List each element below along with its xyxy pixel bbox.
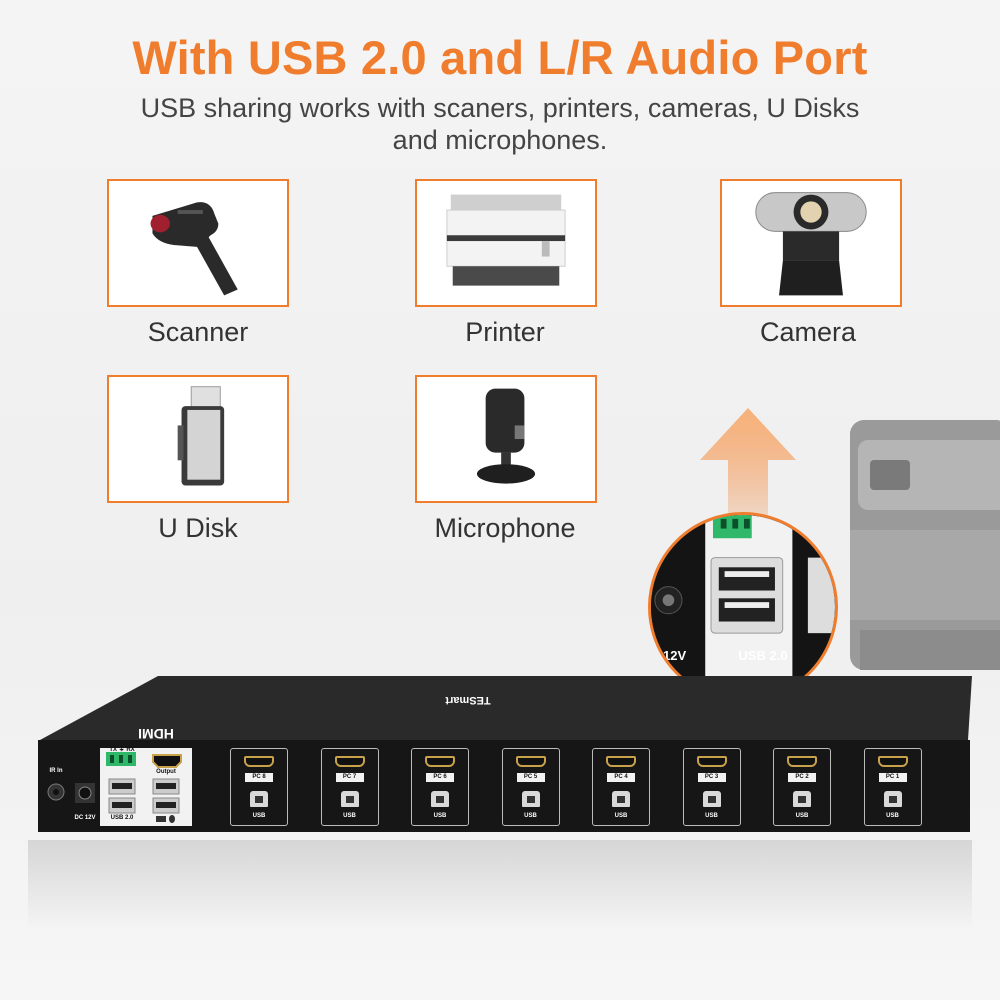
printer-icon [446, 194, 566, 286]
pc-port-group: PC 8 USB [230, 748, 288, 826]
usb-b-port [883, 791, 902, 807]
output-label: Output [156, 769, 176, 775]
pc-label: PC 6 [426, 773, 454, 782]
hdmi-input-port [425, 756, 455, 767]
u-disk-card [107, 375, 289, 503]
pc-port-group: PC 3 USB [682, 748, 741, 826]
camera-card [720, 179, 902, 307]
hdmi-input-port [696, 756, 727, 767]
txrx-label: TX ⏚ RX [109, 747, 135, 753]
pc-label: PC 7 [335, 773, 364, 782]
microphone-card [415, 375, 597, 503]
scanner-card [107, 179, 289, 307]
dc-12v-label: DC 12V [74, 815, 96, 821]
pc-port-group: PC 5 USB [501, 748, 560, 826]
hdmi-input-port [244, 756, 274, 767]
background-printer-image [850, 420, 1000, 670]
usb-b-port [340, 791, 359, 807]
scanner-label: Scanner [147, 317, 249, 347]
ir-in-jack [47, 783, 65, 801]
usb-drive-icon [177, 386, 225, 486]
device-reflection [28, 840, 972, 930]
camera-icon [755, 192, 867, 296]
brand-logo: TESmart [445, 694, 491, 706]
usb-label: USB [433, 813, 447, 819]
u-disk-label: U Disk [158, 513, 238, 543]
usb-port-zoom: 12V USB 2.0 [648, 512, 838, 702]
pc-label: PC 3 [697, 773, 726, 782]
usb-label: USB [886, 813, 899, 819]
hdmi-logo: HDMI [138, 726, 174, 742]
serial-terminal-block [106, 752, 136, 766]
usb-b-port [431, 791, 449, 807]
usb-b-port [793, 791, 811, 807]
usb-label: USB [524, 813, 537, 819]
pc-label: PC 4 [607, 773, 635, 782]
camera-label: Camera [759, 317, 857, 347]
ir-in-label: IR In [49, 768, 63, 774]
zoom-usb-label: USB 2.0 [738, 648, 788, 663]
zoom-detail-illustration [651, 515, 835, 699]
usb-b-port [612, 791, 630, 807]
pc-port-group: PC 6 USB [411, 748, 469, 826]
pc-port-group: PC 2 USB [773, 748, 831, 826]
hdmi-input-port [787, 756, 817, 767]
page-subtitle: USB sharing works with scaners, printers… [140, 93, 860, 155]
hdmi-input-port [606, 756, 636, 767]
pc-label: PC 2 [788, 773, 816, 782]
usb-b-port [250, 791, 268, 807]
pc-port-group: PC 7 USB [320, 748, 379, 826]
usb-b-port [521, 791, 540, 807]
pc-port-group: PC 1 USB [863, 748, 922, 826]
kvm-switch: TESmart HDMI IR In DC 12V TX ⏚ RX Output… [28, 670, 972, 840]
printer-card [415, 179, 597, 307]
usb-label: USB [343, 813, 356, 819]
microphone-icon [476, 388, 536, 484]
usb-2-label: USB 2.0 [110, 815, 134, 821]
pc-port-group: PC 4 USB [592, 748, 650, 826]
hdmi-input-port [334, 756, 365, 767]
hdmi-output-port [152, 754, 182, 768]
dc-power-jack [75, 783, 95, 803]
hdmi-input-port [877, 756, 908, 767]
printer-label: Printer [465, 317, 545, 347]
usb-label: USB [705, 813, 718, 819]
up-arrow-icon [700, 408, 796, 542]
keyboard-mouse-icon [156, 815, 175, 823]
usb-label: USB [795, 813, 809, 819]
usb-label: USB [614, 813, 628, 819]
microphone-label: Microphone [434, 513, 576, 543]
usb-b-port [702, 791, 721, 807]
pc-label: PC 8 [245, 773, 273, 782]
zoom-12v-label: 12V [663, 648, 687, 663]
pc-label: PC 1 [878, 773, 907, 782]
hdmi-input-port [515, 756, 546, 767]
pc-label: PC 5 [516, 773, 545, 782]
keyboard-mouse-ports [152, 778, 180, 814]
usb-2-ports [108, 778, 136, 814]
page-title: With USB 2.0 and L/R Audio Port [132, 31, 868, 84]
scanner-icon [150, 202, 238, 296]
kvm-chassis [38, 676, 972, 832]
usb-label: USB [252, 813, 266, 819]
